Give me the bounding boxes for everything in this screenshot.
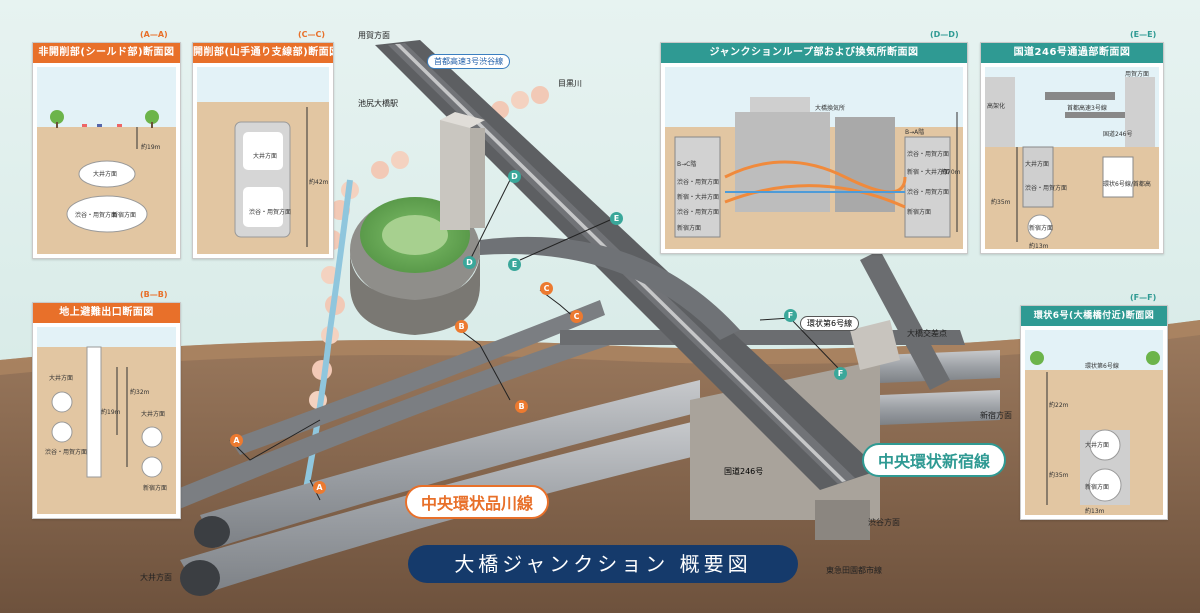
cc-upper: 大井方面: [253, 153, 278, 160]
route-name-shinagawa: 中央環状品川線: [405, 485, 550, 519]
marker-b2[interactable]: B: [515, 400, 528, 413]
section-ff: (F—F): [1130, 293, 1157, 302]
bb-l2: 約32m: [130, 389, 150, 396]
section-ee: (E—E): [1130, 30, 1157, 39]
panel-bb-figure: [37, 327, 176, 514]
panel-cc-figure: [197, 67, 329, 254]
bb-l3: 約19m: [101, 409, 121, 416]
marker-b1[interactable]: B: [455, 320, 468, 333]
marker-a2[interactable]: A: [313, 481, 326, 494]
ee-l8: 約35m: [991, 199, 1011, 206]
ff-l6: 約13m: [1085, 508, 1105, 515]
dd-l11: 渋谷・用賀方面: [907, 189, 950, 196]
ff-l3: 大井方面: [1085, 442, 1110, 449]
marker-d2[interactable]: D: [463, 256, 476, 269]
marker-e1[interactable]: E: [610, 212, 623, 225]
section-bb: (B—B): [140, 290, 168, 299]
bb-l1: 大井方面: [49, 375, 74, 382]
ee-l10: 環状6号線/首都高: [1103, 181, 1151, 188]
ee-l1: 用賀方面: [1125, 71, 1150, 78]
ee-l9: 約13m: [1029, 243, 1049, 250]
cc-lower: 渋谷・用賀方面: [249, 209, 292, 216]
label-shinjuku-dir: 新宿方面: [980, 411, 1012, 420]
ee-l6: 渋谷・用賀方面: [1025, 185, 1068, 192]
main-title: 大橋ジャンクション 概要図: [408, 545, 798, 583]
dd-l7: 新宿方面: [677, 225, 702, 232]
panel-cc-title: 開削部(山手通り支線部)断面図: [193, 43, 333, 63]
ff-l5: 新宿方面: [1085, 484, 1110, 491]
marker-e2[interactable]: E: [508, 258, 521, 271]
route-label-246: 国道246号: [724, 467, 764, 476]
ee-l2: 首都高速3号線: [1067, 105, 1107, 112]
dd-l6: 渋谷・用賀方面: [677, 209, 720, 216]
aa-lower: 渋谷・用賀方面: [75, 212, 118, 219]
bb-l5: 渋谷・用賀方面: [45, 449, 88, 456]
river: [297, 179, 353, 521]
label-ohashi: 大橋交差点: [907, 329, 947, 338]
bb-l4: 大井方面: [141, 411, 166, 418]
marker-a1[interactable]: A: [230, 434, 243, 447]
panel-bb[interactable]: 地上避難出口断面図 大井方面 約32m 約19m 大井方面 渋谷・用賀方面 新宿…: [32, 302, 181, 519]
ff-l4: 約35m: [1049, 472, 1069, 479]
section-cc: (C—C): [298, 30, 326, 39]
ee-l5: 大井方面: [1025, 161, 1050, 168]
panel-bb-title: 地上避難出口断面図: [33, 303, 180, 323]
dd-l9: 渋谷・用賀方面: [907, 151, 950, 158]
ee-l7: 新宿方面: [1029, 225, 1054, 232]
label-meguro-river: 目黒川: [558, 79, 582, 88]
dd-l2: B→C階: [677, 161, 697, 168]
ramp-a: [150, 330, 610, 515]
label-tokyu: 東急田園都市線: [826, 566, 882, 575]
bb-l6: 新宿方面: [143, 485, 168, 492]
panel-dd-title: ジャンクションループ部および換気所断面図: [661, 43, 967, 63]
section-dd: (D—D): [930, 30, 959, 39]
label-shibuya-dir: 渋谷方面: [868, 518, 900, 527]
aa-upper: 大井方面: [93, 171, 118, 178]
dd-l5: 新宿・大井方面: [677, 194, 720, 201]
panel-dd-figure: [665, 67, 963, 249]
panel-ff-title: 環状6号(大橋橋付近)断面図: [1021, 306, 1167, 326]
marker-d1[interactable]: D: [508, 170, 521, 183]
dd-l3: B→A階: [905, 129, 925, 136]
panel-ff-figure: [1025, 330, 1163, 515]
ee-l4: 高架化: [987, 103, 1006, 110]
dd-l8: 約70m: [941, 169, 961, 176]
panel-aa-title: 非開削部(シールド部)断面図: [33, 43, 180, 63]
section-aa: (A—A): [140, 30, 168, 39]
panel-cc[interactable]: 開削部(山手通り支線部)断面図 大井方面 渋谷・用賀方面 約42m: [192, 42, 334, 259]
panel-ff[interactable]: 環状6号(大橋橋付近)断面図 環状第6号線 約22m 大井方面 約35m 新宿方…: [1020, 305, 1168, 520]
aa-lower2: 新宿方面: [112, 212, 137, 219]
marker-f1[interactable]: F: [784, 309, 797, 322]
panel-dd[interactable]: ジャンクションループ部および換気所断面図 大橋換気所 B→C階 B→A階 渋谷・…: [660, 42, 968, 254]
dd-l12: 新宿方面: [907, 209, 932, 216]
label-ooi-dir: 大井方面: [140, 573, 172, 582]
route-label-shibuya: 首都高速3号渋谷線: [427, 54, 511, 69]
panel-aa[interactable]: 非開削部(シールド部)断面図 約19m 大井方面 渋谷・用賀方面 新宿方面: [32, 42, 181, 259]
panel-ee-figure: [985, 67, 1159, 249]
ff-l2: 約22m: [1049, 402, 1069, 409]
aa-depth: 約19m: [141, 144, 161, 151]
ff-l1: 環状第6号線: [1085, 363, 1119, 370]
label-ikejiri: 池尻大橋駅: [358, 99, 398, 108]
panel-aa-figure: [37, 67, 176, 254]
route-label-yamate: 環状第6号線: [800, 316, 860, 331]
dd-l4: 渋谷・用賀方面: [677, 179, 720, 186]
marker-c1[interactable]: C: [540, 282, 553, 295]
dd-l10: 新宿・大井方面: [907, 169, 950, 176]
dd-l1: 大橋換気所: [815, 105, 846, 112]
ee-l3: 国道246号: [1103, 131, 1133, 138]
panel-ee-title: 国道246号通過部断面図: [981, 43, 1163, 63]
route-name-shinjuku: 中央環状新宿線: [862, 443, 1007, 477]
marker-f2[interactable]: F: [834, 367, 847, 380]
marker-c2[interactable]: C: [570, 310, 583, 323]
cc-depth: 約42m: [309, 179, 329, 186]
panel-ee[interactable]: 国道246号通過部断面図 用賀方面 首都高速3号線 国道246号 高架化 大井方…: [980, 42, 1164, 254]
label-youga-top: 用賀方面: [358, 31, 390, 40]
